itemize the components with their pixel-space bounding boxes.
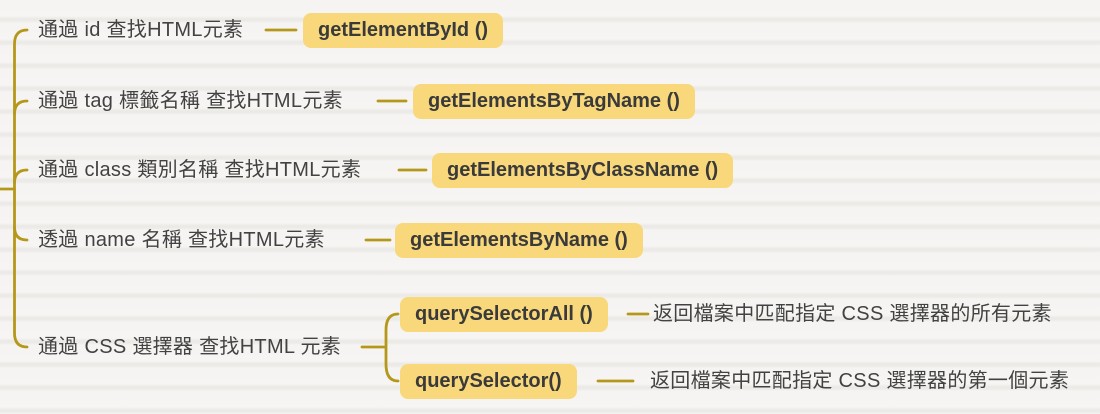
branch-curve-3 [13, 168, 29, 185]
description-queryselectorall[interactable]: 返回檔案中匹配指定 CSS 選擇器的所有元素 [653, 303, 1052, 325]
trunk-line [13, 28, 29, 349]
method-node-getelementbyid[interactable]: getElementById () [303, 13, 504, 48]
branch-label-css-selector[interactable]: 通過 CSS 選擇器 查找HTML 元素 [38, 336, 342, 358]
css-branch-brace [384, 312, 400, 383]
method-node-queryselector[interactable]: querySelector() [400, 364, 577, 399]
branch-label-tag[interactable]: 通過 tag 標籤名稱 查找HTML元素 [38, 90, 343, 112]
branch-curve-2 [13, 99, 29, 116]
branch-label-id[interactable]: 通過 id 查找HTML元素 [38, 19, 244, 41]
method-node-getelementsbytagname[interactable]: getElementsByTagName () [413, 84, 695, 119]
method-node-getelementsbyname[interactable]: getElementsByName () [395, 223, 643, 258]
branch-label-class[interactable]: 通過 class 類別名稱 查找HTML元素 [38, 159, 362, 181]
description-queryselector[interactable]: 返回檔案中匹配指定 CSS 選擇器的第一個元素 [650, 370, 1070, 392]
method-node-queryselectorall[interactable]: querySelectorAll () [400, 297, 608, 332]
method-node-getelementsbyclassname[interactable]: getElementsByClassName () [432, 153, 734, 188]
branch-curve-4 [13, 225, 29, 242]
branch-label-name[interactable]: 透過 name 名稱 查找HTML元素 [38, 229, 325, 251]
